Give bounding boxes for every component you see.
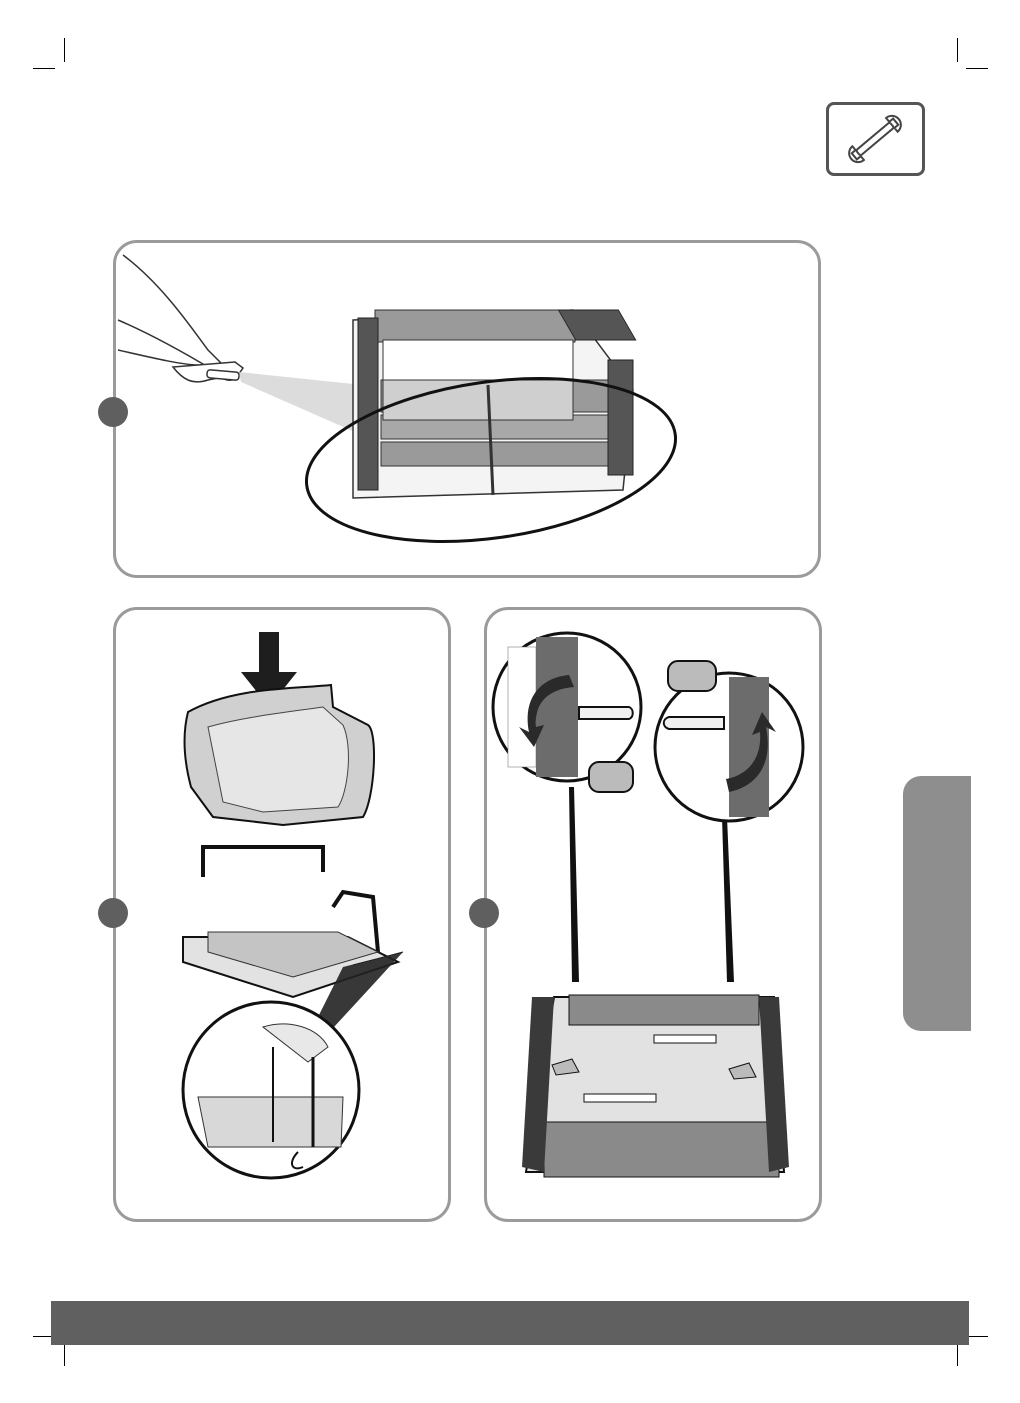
crop-mark	[966, 68, 988, 69]
brushes-illustration	[484, 607, 822, 1222]
footer-bar	[51, 1301, 969, 1345]
crop-mark	[957, 38, 958, 62]
maintenance-icon-box	[826, 102, 925, 176]
wrench-icon	[826, 102, 925, 176]
filter-illustration	[113, 607, 451, 1222]
crop-mark	[64, 1342, 65, 1366]
rinse-illustration	[113, 240, 821, 578]
crop-mark	[966, 1336, 988, 1337]
crop-mark	[957, 1342, 958, 1366]
crop-mark	[33, 68, 55, 69]
section-tab	[903, 776, 971, 1031]
crop-mark	[64, 38, 65, 62]
